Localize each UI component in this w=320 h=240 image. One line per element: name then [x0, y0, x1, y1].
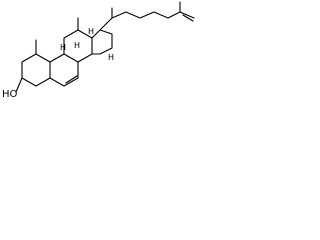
side-chain-double-bond [182, 14, 194, 22]
stereo-h-17: H [108, 53, 114, 62]
ring-d [91, 29, 113, 55]
ring-c [63, 29, 93, 63]
ring-a [21, 53, 51, 87]
stereo-h-8: H [74, 41, 80, 50]
ring-b-double-bond [65, 75, 78, 84]
ring-b [49, 53, 79, 87]
chemical-structure-diagram: H H H H HO [2, 1, 195, 100]
hydroxyl-label: HO [2, 89, 18, 100]
stereo-h-14: H [88, 27, 94, 36]
stereo-h-9: H [60, 43, 66, 52]
side-chain [99, 1, 195, 31]
hydroxyl-bond [15, 77, 23, 93]
stereo-h-labels: H H H H [60, 27, 114, 62]
